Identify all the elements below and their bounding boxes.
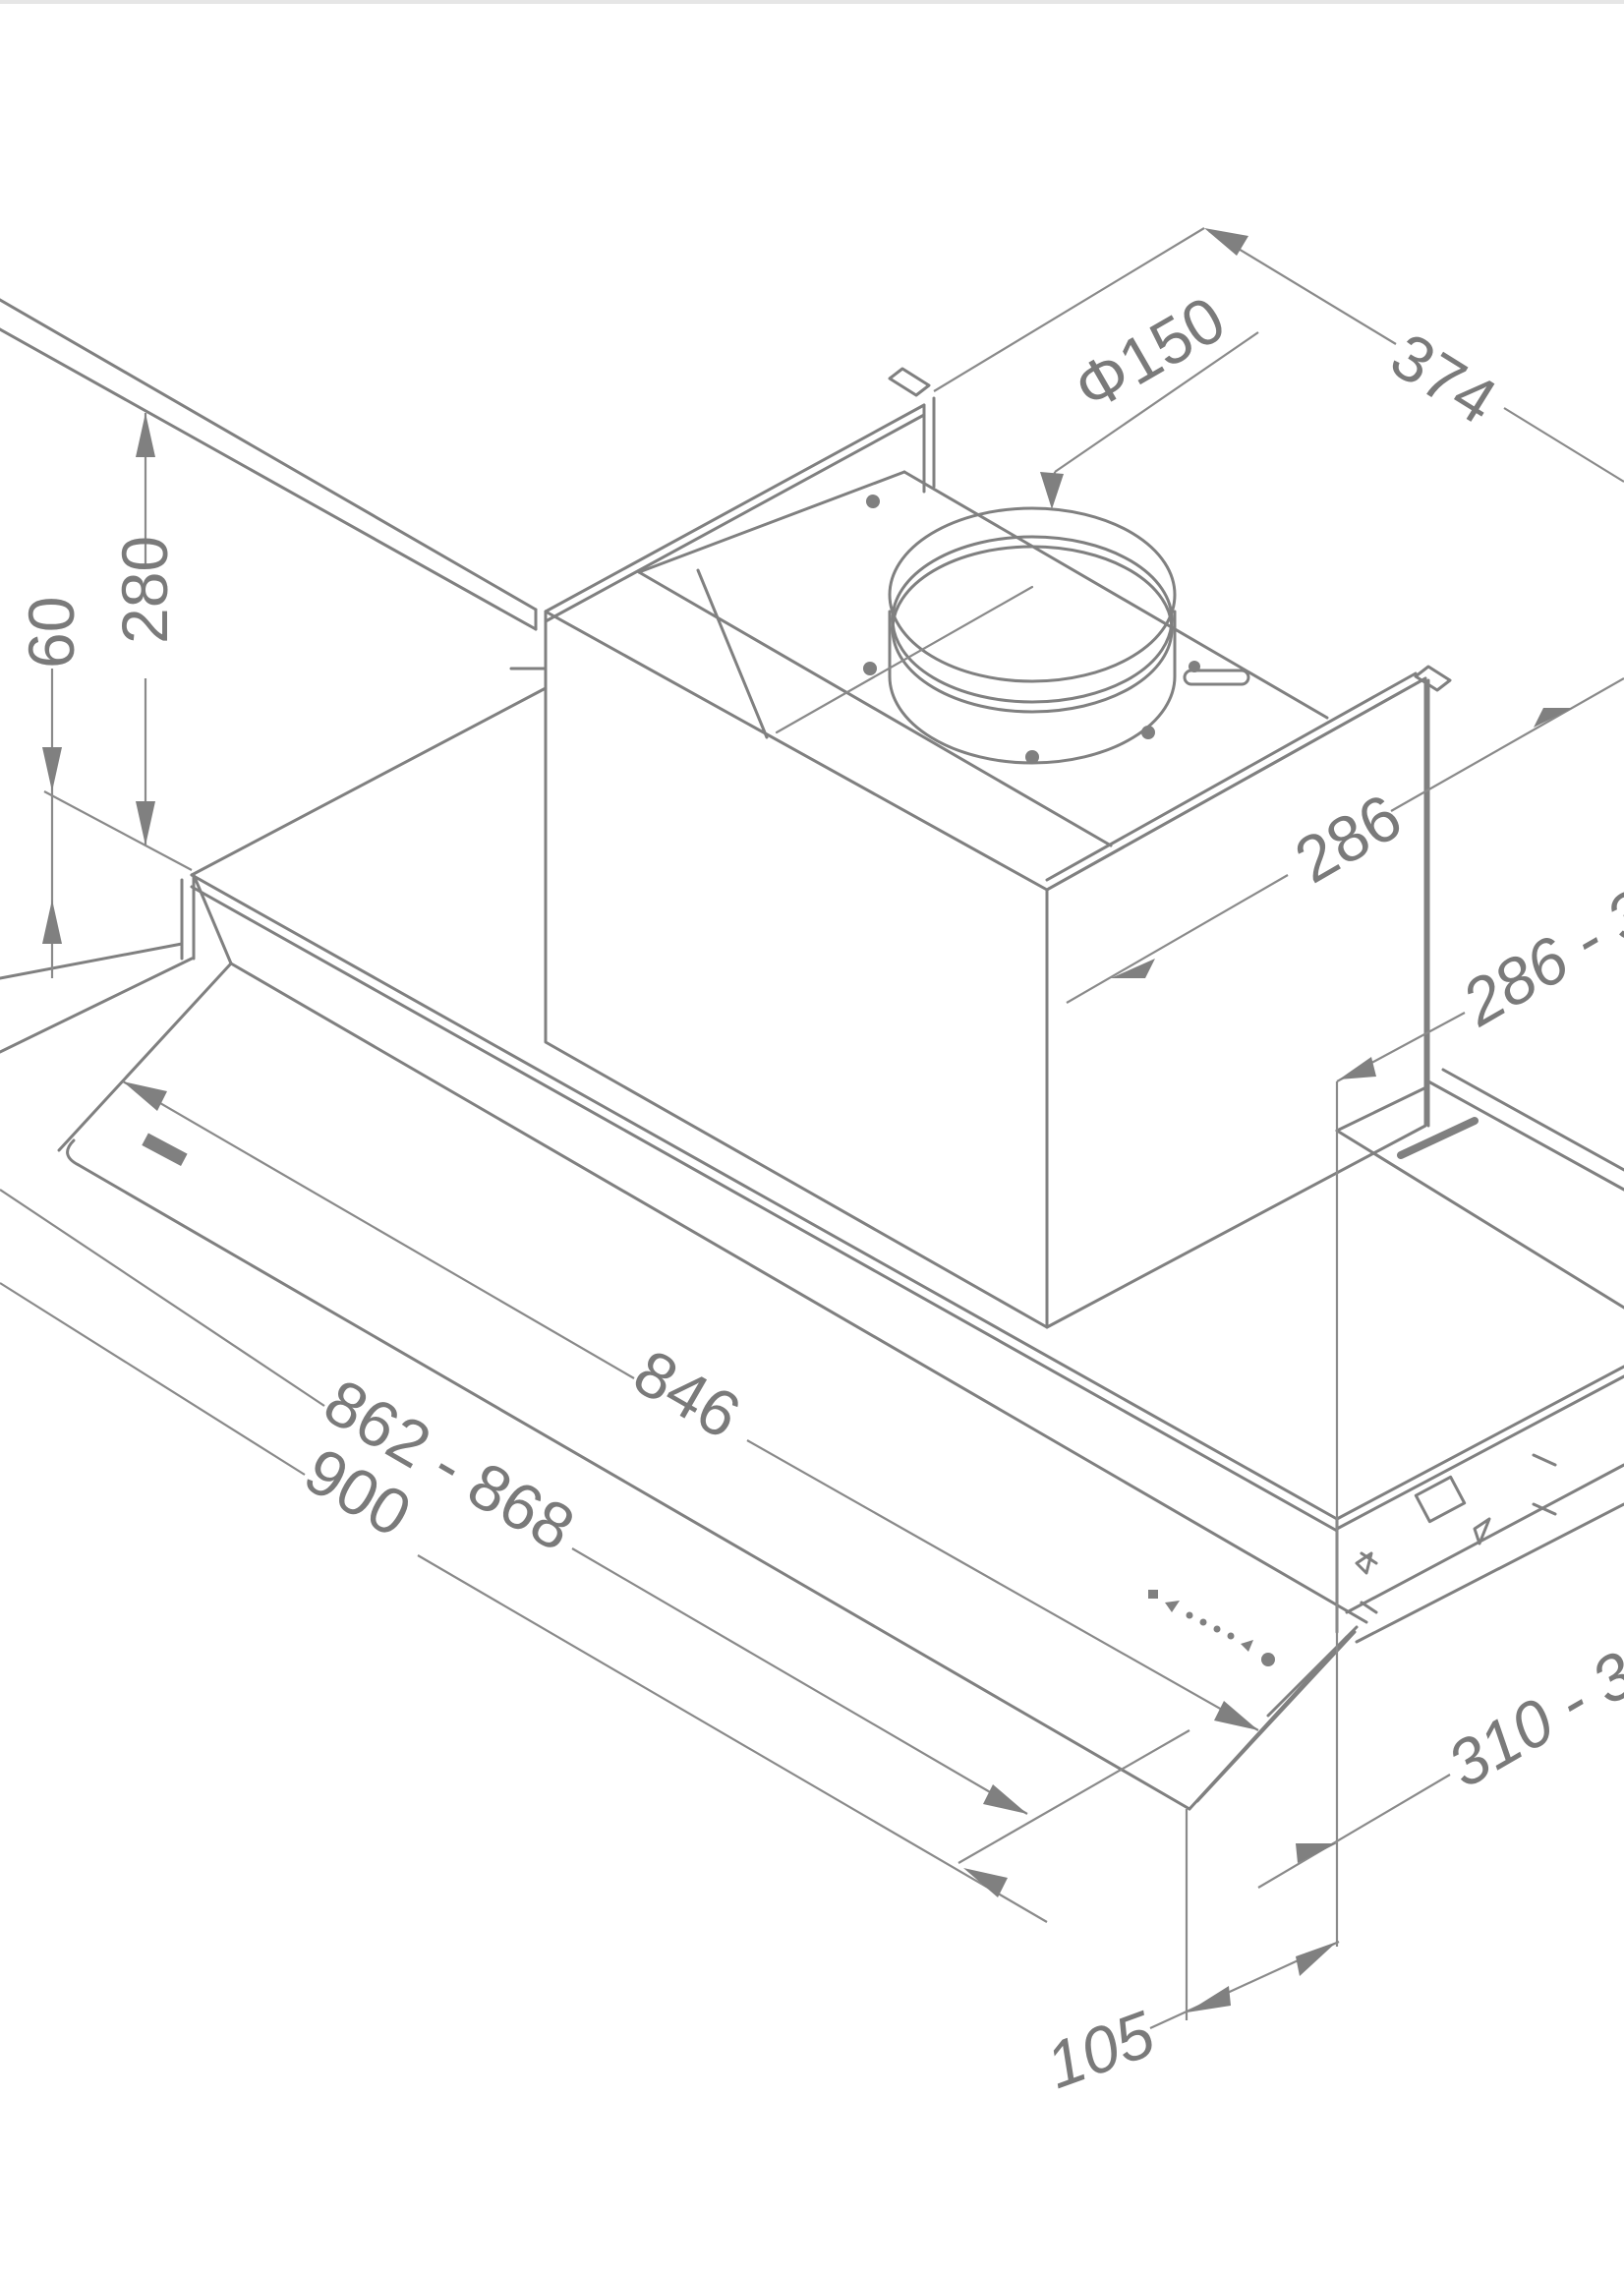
dim-width-862-868: 862 - 868 <box>0 1189 1028 1815</box>
dim-depth-374: 374 <box>933 227 1624 483</box>
canopy-body <box>0 667 1368 1634</box>
duct-collar <box>775 506 1250 765</box>
dim-height-280: 280 <box>108 413 181 845</box>
top-edge-strip <box>0 0 1624 4</box>
dim-offset-105: 105 <box>1036 1809 1340 2102</box>
label-374: 374 <box>1379 319 1510 437</box>
label-duct-150: Φ150 <box>1062 282 1237 425</box>
slide-indicator <box>1148 1590 1275 1666</box>
label-846: 846 <box>622 1335 752 1452</box>
dim-duct-diameter: Φ150 <box>1040 282 1259 509</box>
brand-plate <box>142 1133 188 1166</box>
dim-width-846: 846 <box>122 1080 1259 1731</box>
label-286-range: 286 - 3 <box>1449 875 1624 1039</box>
label-286: 286 <box>1283 780 1413 897</box>
label-60: 60 <box>15 597 87 669</box>
dim-width-900: 900 <box>0 1282 1190 1923</box>
motor-housing <box>544 367 1452 1329</box>
dim-height-60: 60 <box>15 597 193 978</box>
visor-drawer <box>66 1068 1624 1811</box>
label-105: 105 <box>1036 1997 1163 2102</box>
label-310-range: 310 - 3 <box>1435 1637 1624 1801</box>
label-280: 280 <box>108 536 181 644</box>
cabinet-rail <box>0 298 538 631</box>
